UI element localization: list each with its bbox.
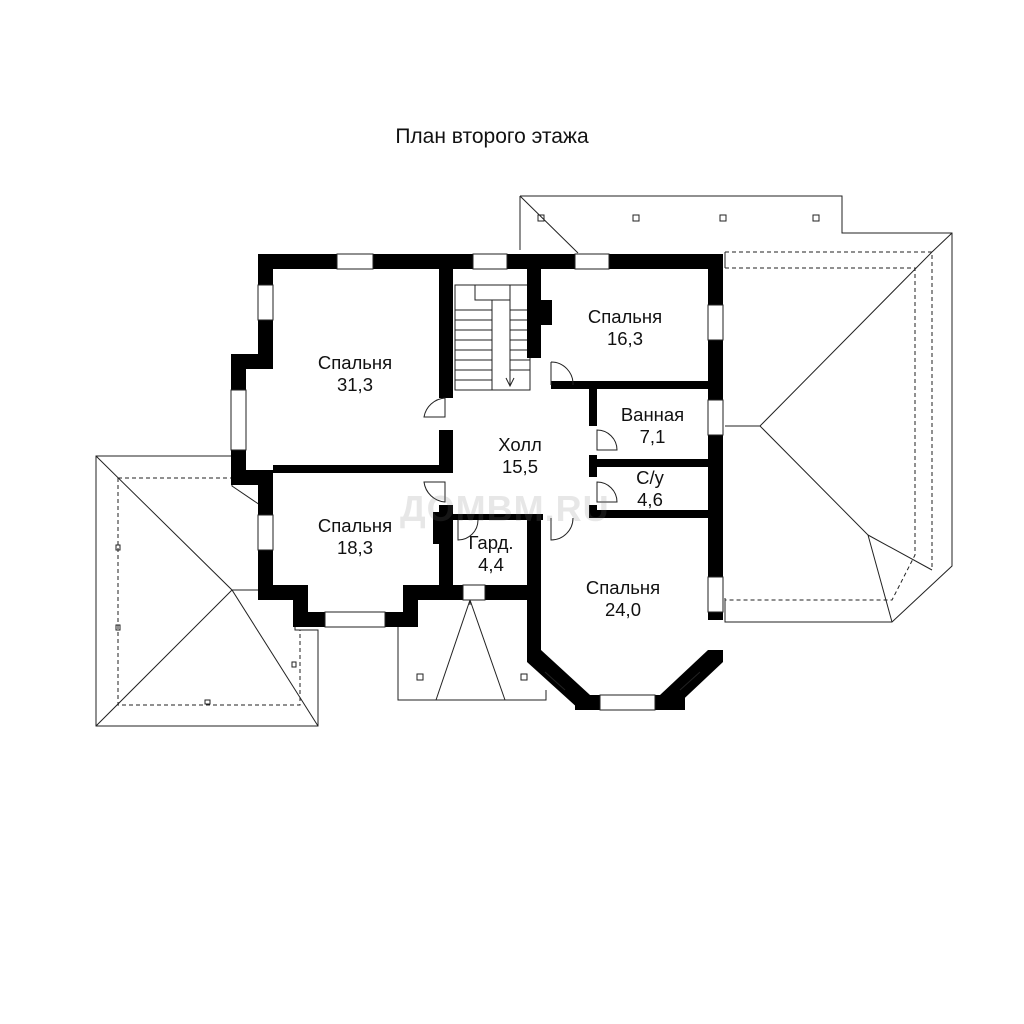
room-name: Спальня xyxy=(317,352,393,373)
room-name: Ванная xyxy=(620,404,685,425)
right-roof xyxy=(519,195,953,623)
plan-title: План второго этажа xyxy=(395,125,589,148)
doors xyxy=(423,361,618,541)
room-area: 4,6 xyxy=(637,489,663,510)
room-area: 16,3 xyxy=(606,328,643,349)
windows xyxy=(230,253,724,711)
roofs xyxy=(95,195,953,727)
room-area: 4,4 xyxy=(478,554,504,575)
room-name: Спальня xyxy=(585,577,661,598)
room-name: Спальня xyxy=(317,515,393,536)
watermark: ДОМВМ.RU xyxy=(400,488,610,529)
room-label-wc: С/у 4,6 xyxy=(615,467,685,511)
room-name: С/у xyxy=(636,467,664,488)
room-name: Гард. xyxy=(468,532,514,553)
room-area: 24,0 xyxy=(604,599,641,620)
room-area: 31,3 xyxy=(336,374,373,395)
room-label-wardrobe: Гард. 4,4 xyxy=(456,532,526,576)
room-label-bedroom-31: Спальня 31,3 xyxy=(290,352,420,396)
room-label-bedroom-16: Спальня 16,3 xyxy=(570,306,680,350)
room-label-bedroom-18: Спальня 18,3 xyxy=(290,515,420,559)
room-name: Холл xyxy=(498,434,542,455)
room-area: 15,5 xyxy=(501,456,538,477)
room-label-hall: Холл 15,5 xyxy=(470,434,570,478)
room-area: 18,3 xyxy=(336,537,373,558)
room-area: 7,1 xyxy=(639,426,666,447)
staircase xyxy=(454,284,531,391)
room-label-bathroom: Ванная 7,1 xyxy=(605,404,700,448)
porch-roof xyxy=(397,599,547,701)
room-label-bedroom-24: Спальня 24,0 xyxy=(568,577,678,621)
room-name: Спальня xyxy=(587,306,663,327)
